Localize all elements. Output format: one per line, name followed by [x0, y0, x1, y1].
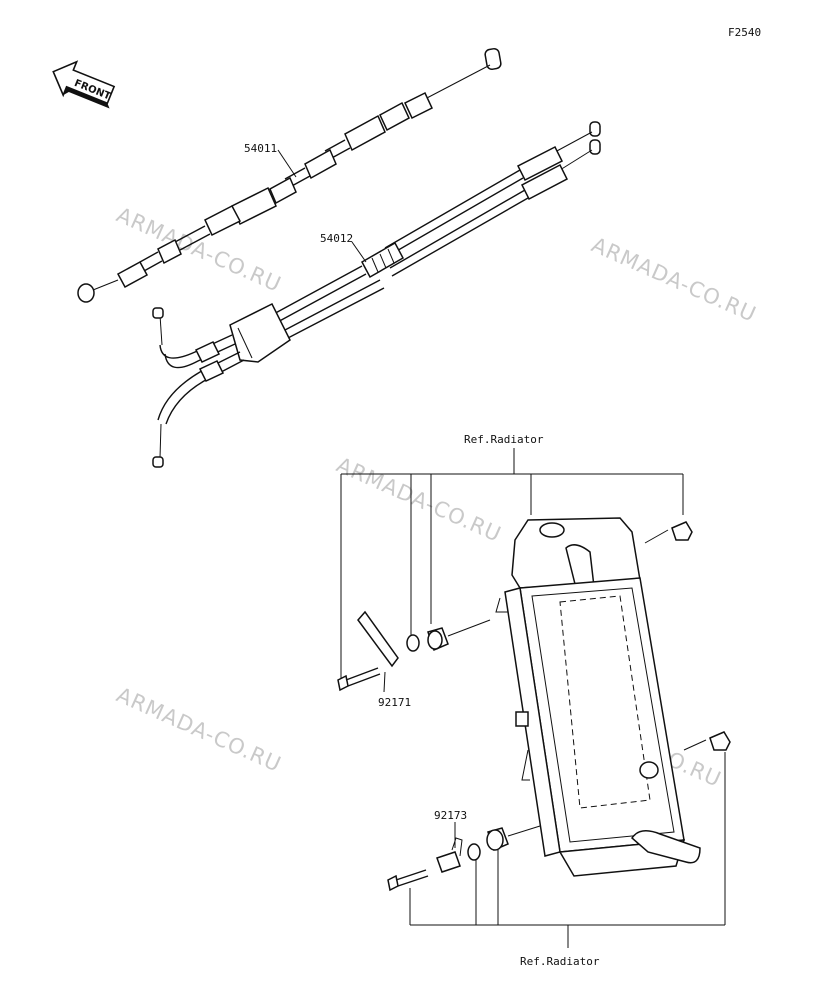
part-label-54011: 54011 — [244, 142, 277, 155]
watermarks: ARMADA-CO.RU ARMADA-CO.RU ARMADA-CO.RU A… — [113, 203, 760, 792]
radiator-mount-hardware-top — [337, 521, 693, 693]
reference-label-bottom: Ref.Radiator — [520, 955, 600, 968]
part-label-92173: 92173 — [434, 809, 467, 822]
throttle-cable-54011 — [77, 47, 502, 303]
watermark: ARMADA-CO.RU — [333, 453, 505, 547]
watermark: ARMADA-CO.RU — [588, 233, 760, 327]
watermark: ARMADA-CO.RU — [113, 203, 285, 297]
radiator-mount-hardware-bottom — [387, 731, 731, 925]
figure-code: F2540 — [728, 26, 761, 39]
front-arrow-icon: FRONT — [52, 60, 116, 109]
throttle-cable-54012 — [152, 121, 601, 468]
reference-label-top: Ref.Radiator — [464, 433, 544, 446]
radiator — [495, 517, 701, 877]
reference-bracket-top — [340, 448, 684, 680]
watermark: ARMADA-CO.RU — [113, 683, 285, 777]
reference-bracket-bottom — [409, 850, 725, 948]
part-label-54012: 54012 — [320, 232, 353, 245]
part-label-92171: 92171 — [378, 696, 411, 709]
